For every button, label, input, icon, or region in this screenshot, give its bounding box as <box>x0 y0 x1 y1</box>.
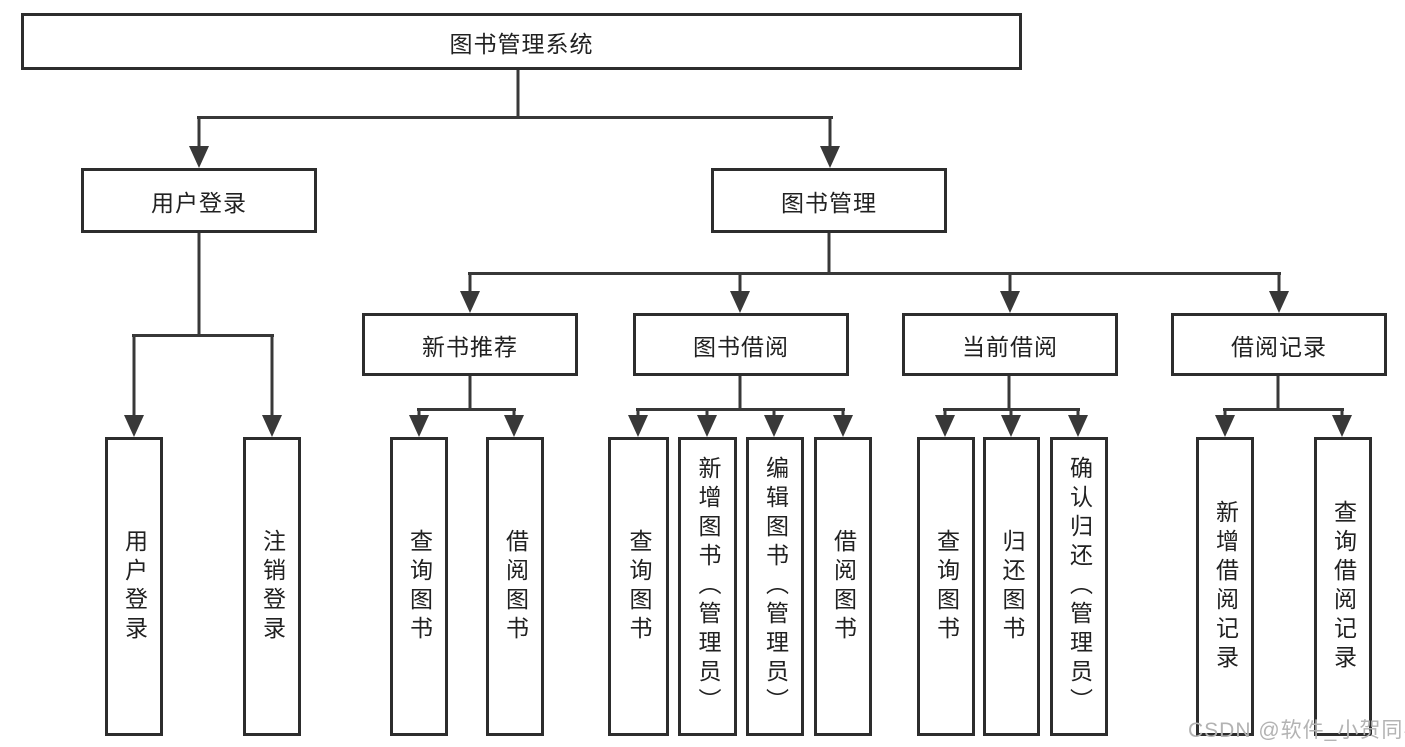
node-label: 借阅图书 <box>502 528 529 645</box>
connector-line <box>705 408 709 420</box>
connector-line <box>1223 408 1227 420</box>
connector-line <box>468 272 472 294</box>
connector-line <box>197 232 201 336</box>
arrowhead-icon <box>628 415 648 437</box>
connector-line <box>1276 375 1280 410</box>
arrowhead-icon <box>1332 415 1352 437</box>
leaf-newrec-query-books: 查询图书 <box>390 437 448 736</box>
leaf-user-login: 用户登录 <box>105 437 163 736</box>
node-label: 借阅记录 <box>1231 333 1327 360</box>
arrowhead-icon <box>1269 291 1289 313</box>
node-label: 查询图书 <box>406 528 433 645</box>
node-label: 图书管理 <box>781 189 877 216</box>
arrowhead-icon <box>935 415 955 437</box>
connector-line <box>827 232 831 274</box>
node-borrow-records: 借阅记录 <box>1171 313 1387 376</box>
connector-line <box>417 408 421 420</box>
connector-line <box>1076 408 1080 420</box>
node-label: 用户登录 <box>121 528 148 645</box>
leaf-current-query-books: 查询图书 <box>917 437 975 736</box>
connector-line <box>636 408 845 411</box>
connector-line <box>468 375 472 410</box>
connector-line <box>512 408 516 420</box>
arrowhead-icon <box>1000 291 1020 313</box>
node-label: 查询图书 <box>626 528 652 645</box>
arrowhead-icon <box>262 415 282 437</box>
node-current-borrow: 当前借阅 <box>902 313 1118 376</box>
arrowhead-icon <box>460 291 480 313</box>
arrowhead-icon <box>697 415 717 437</box>
arrowhead-icon <box>730 291 750 313</box>
connector-line <box>132 334 274 337</box>
connector-line <box>828 116 832 148</box>
leaf-borrow-edit-books-admin: 编辑图书（管理员） <box>746 437 804 736</box>
connector-line <box>636 408 640 420</box>
connector-line <box>1340 408 1344 420</box>
watermark: CSDN @软件_小贺同学 <box>1188 719 1405 742</box>
node-label: 新增借阅记录 <box>1212 499 1239 674</box>
node-label: 归还图书 <box>999 528 1025 645</box>
node-label: 借阅图书 <box>830 528 857 645</box>
connector-line <box>738 375 742 410</box>
node-label: 用户登录 <box>151 189 247 216</box>
leaf-records-add-record: 新增借阅记录 <box>1196 437 1254 736</box>
node-book-borrow: 图书借阅 <box>633 313 849 376</box>
arrowhead-icon <box>1001 415 1021 437</box>
node-label: 确认归还（管理员） <box>1066 456 1093 717</box>
leaf-borrow-add-books-admin: 新增图书（管理员） <box>678 437 737 736</box>
connector-line <box>417 408 516 411</box>
leaf-borrow-query-books: 查询图书 <box>608 437 669 736</box>
node-book-management: 图书管理 <box>711 168 947 233</box>
node-label: 新书推荐 <box>422 333 518 360</box>
node-label: 查询图书 <box>933 528 960 645</box>
leaf-current-return-books: 归还图书 <box>983 437 1040 736</box>
node-label: 编辑图书（管理员） <box>762 456 789 717</box>
node-user-login: 用户登录 <box>81 168 317 233</box>
connector-line <box>1007 375 1011 410</box>
connector-line <box>738 272 742 294</box>
connector-line <box>516 69 520 117</box>
connector-line <box>1009 408 1013 420</box>
connector-line <box>1277 272 1281 294</box>
node-label: 新增图书（管理员） <box>695 456 721 717</box>
connector-line <box>270 334 274 417</box>
node-new-book-recommend: 新书推荐 <box>362 313 578 376</box>
arrowhead-icon <box>124 415 144 437</box>
node-label: 注销登录 <box>259 528 286 645</box>
leaf-newrec-borrow-books: 借阅图书 <box>486 437 544 736</box>
node-label: 图书借阅 <box>693 333 789 360</box>
connector-line <box>468 272 1281 275</box>
leaf-current-confirm-return-admin: 确认归还（管理员） <box>1050 437 1108 736</box>
arrowhead-icon <box>409 415 429 437</box>
leaf-borrow-borrow-books: 借阅图书 <box>814 437 872 736</box>
connector-line <box>197 116 833 119</box>
node-label: 当前借阅 <box>962 333 1058 360</box>
arrowhead-icon <box>1215 415 1235 437</box>
arrowhead-icon <box>504 415 524 437</box>
arrowhead-icon <box>833 415 853 437</box>
arrowhead-icon <box>764 415 784 437</box>
connector-line <box>1223 408 1344 411</box>
connector-line <box>841 408 845 420</box>
arrowhead-icon <box>820 146 840 168</box>
arrowhead-icon <box>1068 415 1088 437</box>
node-root-system: 图书管理系统 <box>21 13 1022 70</box>
arrowhead-icon <box>189 146 209 168</box>
connector-line <box>772 408 776 420</box>
connector-line <box>132 334 136 417</box>
node-label: 查询借阅记录 <box>1330 499 1357 674</box>
leaf-records-query-record: 查询借阅记录 <box>1314 437 1372 736</box>
connector-line <box>197 116 201 148</box>
connector-line <box>943 408 947 420</box>
node-label: 图书管理系统 <box>449 30 594 57</box>
connector-line <box>1008 272 1012 294</box>
leaf-logout: 注销登录 <box>243 437 301 736</box>
